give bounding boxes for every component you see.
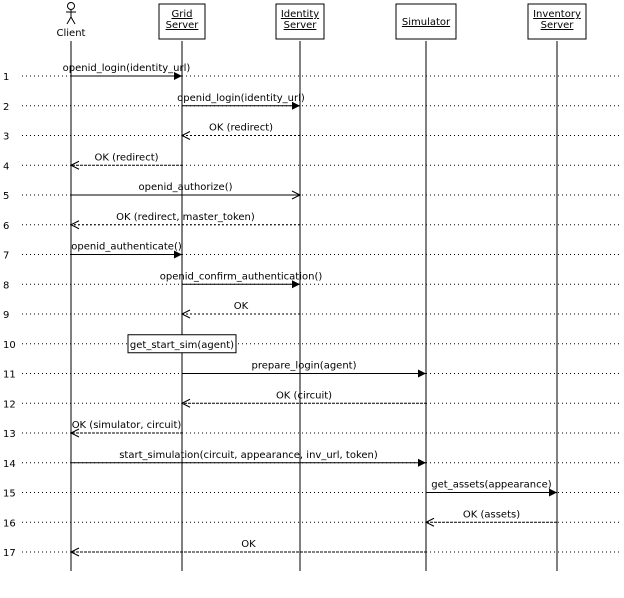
row-number: 7 xyxy=(3,251,9,262)
message-label: OK (redirect) xyxy=(94,152,158,163)
row-number: 12 xyxy=(3,399,16,410)
message-label: openid_login(identity_url) xyxy=(177,93,305,104)
arrowhead-open xyxy=(180,309,191,319)
arrowhead-filled xyxy=(292,280,300,289)
message-label: OK (redirect, master_token) xyxy=(116,212,255,223)
participant-box-grid xyxy=(158,3,206,40)
row-number: 3 xyxy=(3,132,9,143)
participant-box-simulator xyxy=(395,3,457,40)
row-number: 5 xyxy=(3,191,9,202)
message-label: openid_login(identity_url) xyxy=(63,63,191,74)
arrowhead-open xyxy=(69,220,80,230)
row-number: 6 xyxy=(3,221,9,232)
row-number: 11 xyxy=(3,370,16,381)
arrowhead-open xyxy=(69,428,80,438)
message-label: OK (circuit) xyxy=(276,390,332,401)
actor-leg xyxy=(70,16,76,25)
participant-label: Identity xyxy=(281,9,319,20)
participant-box-identity xyxy=(275,3,325,40)
participant-label: Client xyxy=(57,28,86,39)
actor-leg xyxy=(66,16,72,25)
arrowhead-filled xyxy=(292,101,300,110)
message-label: OK (redirect) xyxy=(209,123,273,134)
self-call-label: get_start_sim(agent) xyxy=(130,340,234,351)
arrowhead-filled xyxy=(174,72,182,80)
message-label: OK xyxy=(241,539,256,550)
self-call-box xyxy=(127,334,237,354)
participant-label: Server xyxy=(284,20,318,31)
row-number: 4 xyxy=(3,161,9,172)
arrowhead-filled xyxy=(174,250,182,259)
actor-head xyxy=(67,2,75,10)
arrowhead-filled xyxy=(549,488,557,497)
row-number: 8 xyxy=(3,280,9,291)
participant-box-inventory xyxy=(527,3,587,40)
arrowhead-open xyxy=(180,398,191,408)
message-label: OK (simulator, circuit) xyxy=(72,420,182,431)
message-label: openid_confirm_authentication() xyxy=(160,271,323,282)
message-label: OK xyxy=(234,301,249,312)
arrowhead-open xyxy=(69,160,80,170)
message-label: get_assets(appearance) xyxy=(431,480,551,491)
participant-label: Grid xyxy=(172,9,193,20)
participant-label: Server xyxy=(541,20,575,31)
row-number: 9 xyxy=(3,310,9,321)
message-label: openid_authenticate() xyxy=(71,242,182,253)
arrowhead-filled xyxy=(418,369,426,378)
message-label: OK (assets) xyxy=(463,509,520,520)
row-number: 13 xyxy=(3,429,16,440)
row-number: 16 xyxy=(3,518,16,529)
row-number: 14 xyxy=(3,459,16,470)
arrowhead-filled xyxy=(418,458,426,467)
message-label: start_simulation(circuit, appearance, in… xyxy=(119,450,378,461)
message-label: openid_authorize() xyxy=(138,182,232,193)
row-number: 1 xyxy=(3,72,9,83)
row-number: 15 xyxy=(3,489,16,500)
participant-label: Server xyxy=(166,20,200,31)
message-label: prepare_login(agent) xyxy=(252,361,357,372)
actor-icon xyxy=(66,2,76,25)
arrowhead-open xyxy=(180,131,191,140)
arrowhead-open xyxy=(424,517,435,527)
arrowhead-open xyxy=(291,190,302,200)
row-number: 2 xyxy=(3,102,9,113)
row-number: 17 xyxy=(3,548,16,559)
participant-label: Simulator xyxy=(402,17,451,28)
row-number: 10 xyxy=(3,340,16,351)
participant-label: Inventory xyxy=(533,9,581,20)
arrowhead-open xyxy=(69,547,80,557)
